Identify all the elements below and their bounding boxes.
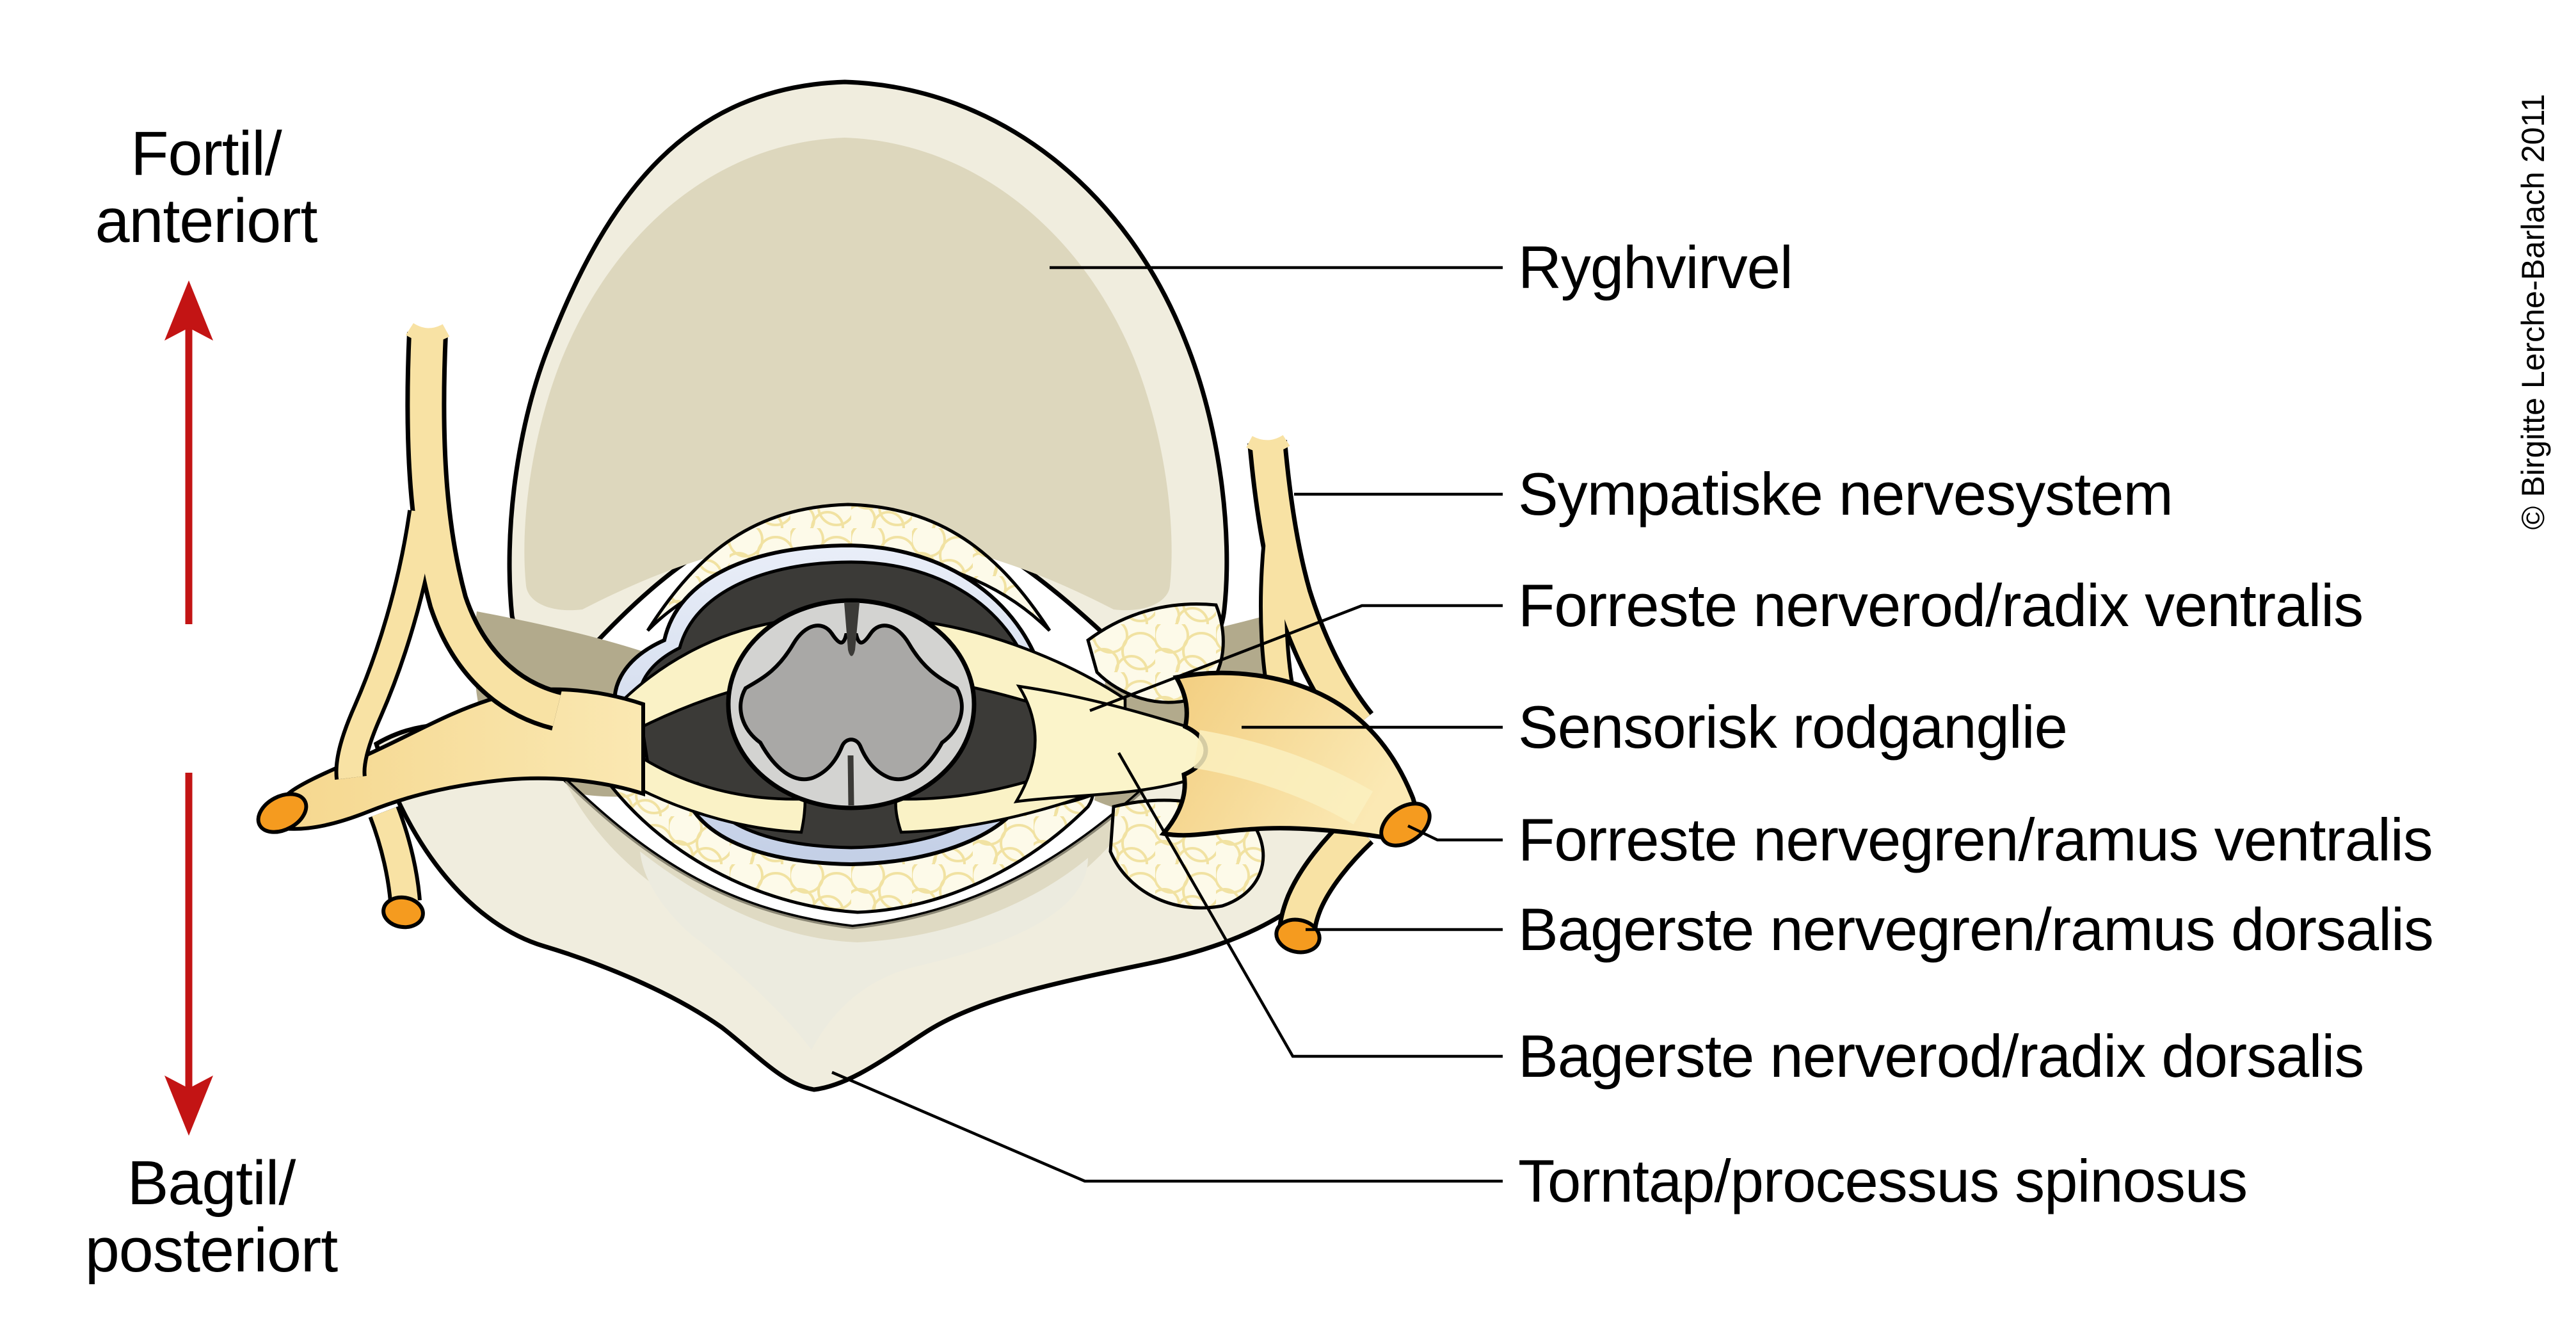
label-forreste-nerverod: Forreste nerverod/radix ventralis — [1518, 572, 2364, 639]
direction-label-anterior-line2: anteriort — [95, 185, 318, 255]
nerve-cut-end-left-lower — [381, 895, 425, 930]
direction-arrows — [164, 280, 213, 1136]
vertebral-arch-core — [640, 851, 1088, 1050]
label-bagerste-nervegren: Bagerste nervegren/ramus dorsalis — [1518, 896, 2434, 963]
vertebral-body-inner-shade — [524, 138, 1172, 611]
median-sulcus — [844, 602, 860, 656]
label-torntap: Torntap/processus spinosus — [1518, 1147, 2248, 1214]
label-sympatiske-nervesystem: Sympatiske nervesystem — [1518, 460, 2173, 528]
label-sensorisk-rodganglie: Sensorisk rodganglie — [1518, 693, 2068, 761]
leader-forreste-nervegren — [1407, 824, 1503, 842]
direction-label-posterior-line2: posteriort — [84, 1214, 338, 1285]
leader-lines — [831, 266, 1503, 1183]
label-ryghvirvel: Ryghvirvel — [1518, 234, 1793, 301]
up-arrow-head — [164, 280, 213, 341]
spinal-cord — [726, 598, 977, 810]
direction-label-anterior: Fortil/ anteriort — [33, 120, 379, 255]
nerve-cut-end-left — [256, 792, 308, 834]
leader-torntap — [831, 1070, 1503, 1183]
leader-forreste-nerverod — [1089, 604, 1503, 713]
nerve-cut-end-ventral-ramus — [1379, 802, 1432, 848]
dorsal-root-left — [620, 741, 807, 834]
nerve-cut-end-dorsal-ramus — [1274, 917, 1322, 955]
down-arrow-head — [164, 1076, 213, 1136]
gray-matter-butterfly — [739, 624, 964, 782]
copyright-text: © Birgitte Lerche-Barlach 2011 — [2515, 93, 2551, 530]
direction-label-anterior-line1: Fortil/ — [131, 118, 282, 188]
label-forreste-nervegren: Forreste nervegren/ramus ventralis — [1518, 806, 2433, 873]
ganglion-nerve-fiber — [1194, 730, 1373, 825]
sympathetic-trunk-left — [334, 323, 563, 930]
direction-label-posterior-line1: Bagtil/ — [127, 1148, 296, 1218]
label-bagerste-nerverod: Bagerste nerverod/radix dorsalis — [1518, 1022, 2364, 1090]
leader-bagerste-nerverod — [1117, 752, 1503, 1058]
dorsal-ramus-right — [1274, 814, 1374, 955]
direction-label-posterior: Bagtil/ posteriort — [38, 1148, 384, 1285]
